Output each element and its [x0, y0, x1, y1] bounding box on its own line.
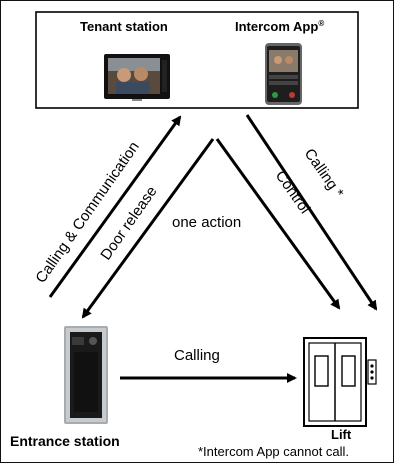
- footnote: *Intercom App cannot call.: [198, 444, 349, 459]
- calling-app-label: Calling *: [301, 146, 347, 202]
- arrow-calling-communication: [48, 115, 182, 298]
- arrow-control: [215, 138, 341, 310]
- calling-entrance-label: Calling: [174, 347, 220, 364]
- one-action-label: one action: [172, 214, 241, 231]
- smartphone-icon: [265, 43, 302, 105]
- tenant-station-label: Tenant station: [80, 19, 168, 34]
- lift-icon: [303, 337, 377, 427]
- control-label: Control: [272, 168, 314, 217]
- devices-box: [35, 11, 359, 109]
- entrance-station-label: Entrance station: [10, 433, 120, 449]
- tenant-station-icon: [104, 54, 170, 101]
- arrow-calling-app: [245, 114, 378, 311]
- arrow-door-release: [81, 138, 215, 319]
- intercom-app-label: Intercom App®: [235, 19, 324, 34]
- lift-label: Lift: [331, 427, 352, 442]
- entrance-station-icon: [64, 326, 108, 424]
